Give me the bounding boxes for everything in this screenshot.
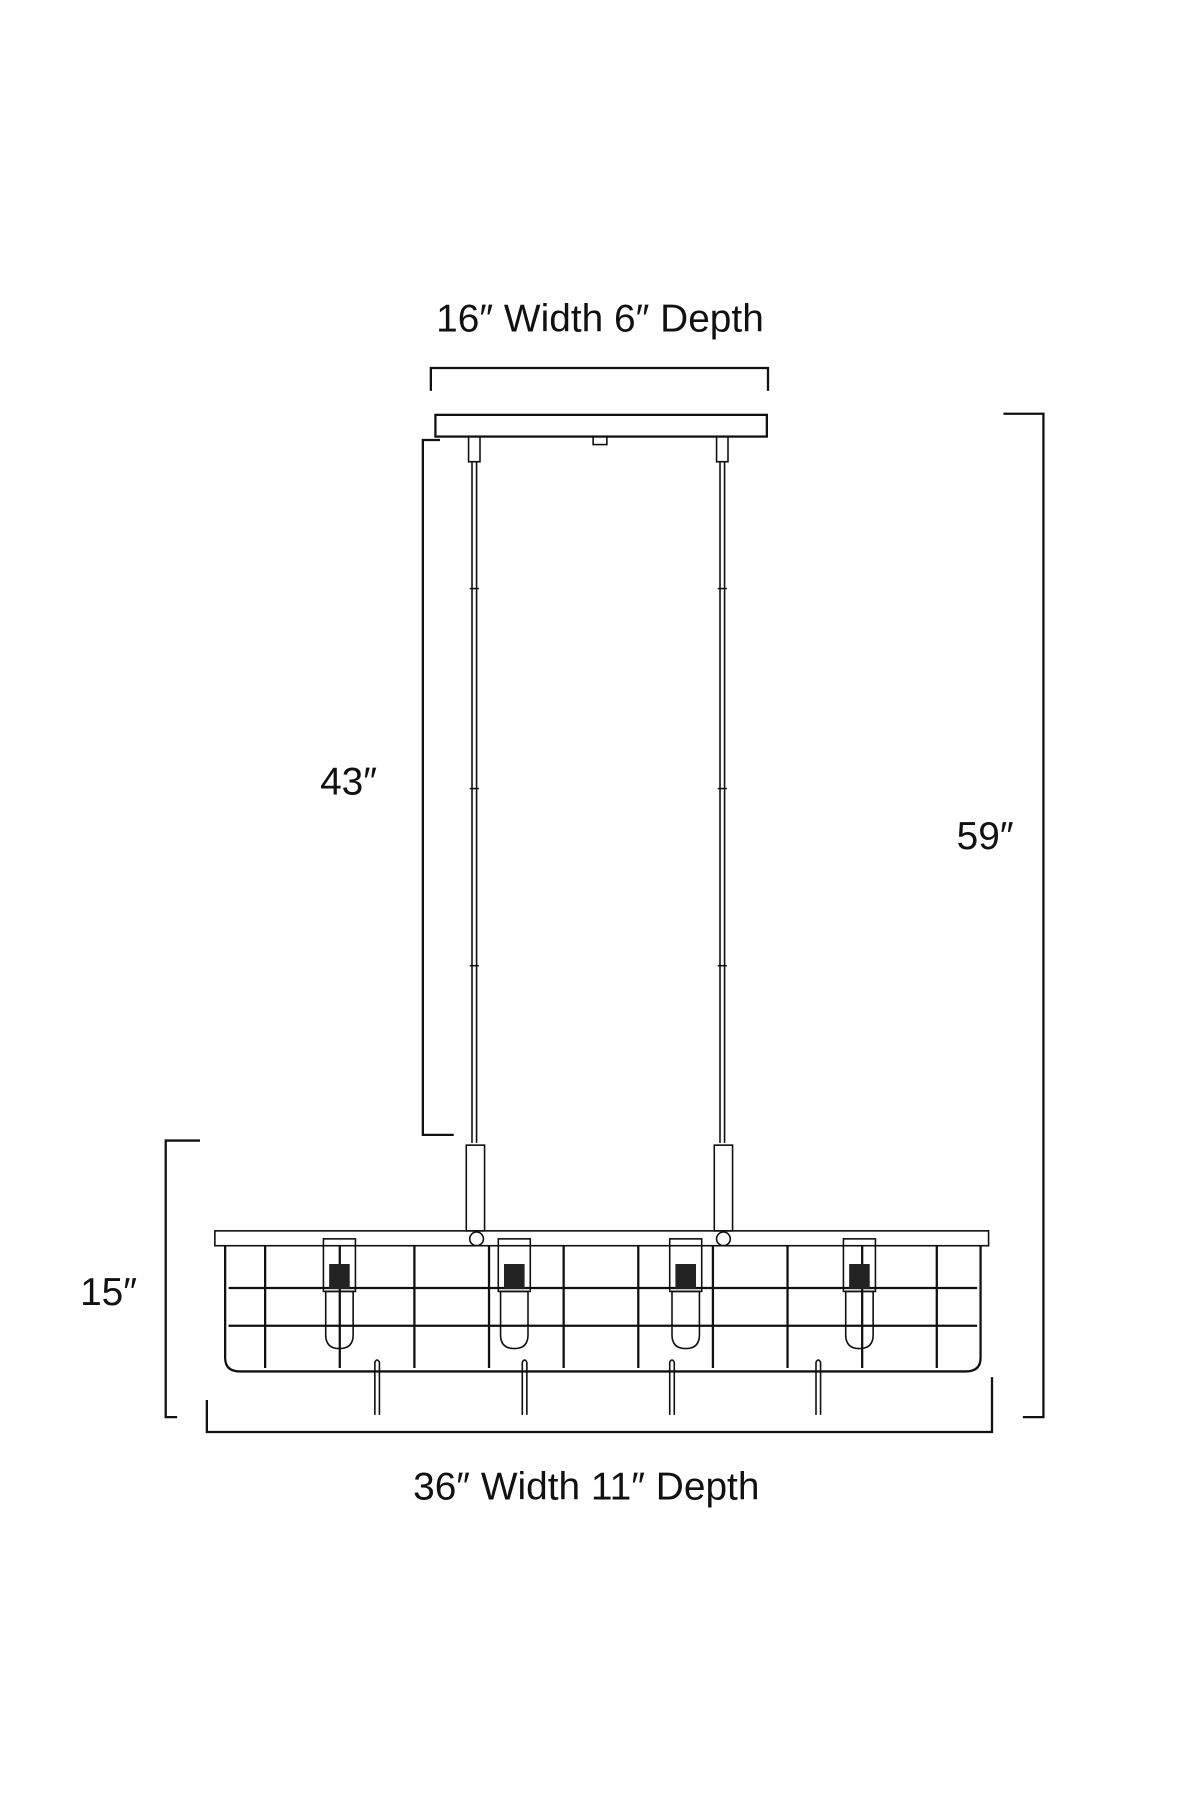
canopy-dimension-label: 16″ Width 6″ Depth <box>436 297 764 340</box>
hanging-pin <box>374 1359 381 1415</box>
cage-width-bracket <box>205 1377 994 1434</box>
canopy-width-bracket <box>429 366 770 391</box>
suspension-rods <box>465 435 734 1232</box>
cage-frame <box>224 1245 982 1373</box>
rod-left <box>465 435 486 1232</box>
bulb <box>324 1290 354 1350</box>
canopy <box>434 413 768 438</box>
bulb-base <box>329 1264 350 1290</box>
bulb-base <box>675 1264 696 1290</box>
cage-height-bracket <box>164 1139 200 1419</box>
rod-length-label: 43″ <box>320 760 377 803</box>
rod-right <box>713 435 734 1232</box>
hanging-pin <box>668 1359 676 1415</box>
bulb <box>671 1290 701 1350</box>
rod-ring-left <box>468 1231 485 1247</box>
overall-height-label: 59″ <box>957 815 1014 858</box>
rod-ring-right <box>715 1231 732 1247</box>
wire-cage <box>214 1230 990 1415</box>
hanging-pin <box>521 1359 528 1415</box>
bulb-base <box>849 1264 870 1290</box>
overall-height-bracket <box>1003 412 1045 1419</box>
bulb <box>844 1290 874 1350</box>
cage-dimension-label: 36″ Width 11″ Depth <box>413 1465 759 1508</box>
bulb <box>499 1290 529 1350</box>
canopy-nub <box>592 435 608 446</box>
hanging-pin <box>815 1359 822 1415</box>
cage-top-rail <box>214 1230 990 1247</box>
bulb-base <box>504 1264 525 1290</box>
cage-height-label: 15″ <box>80 1271 137 1314</box>
rod-length-bracket <box>421 438 454 1136</box>
